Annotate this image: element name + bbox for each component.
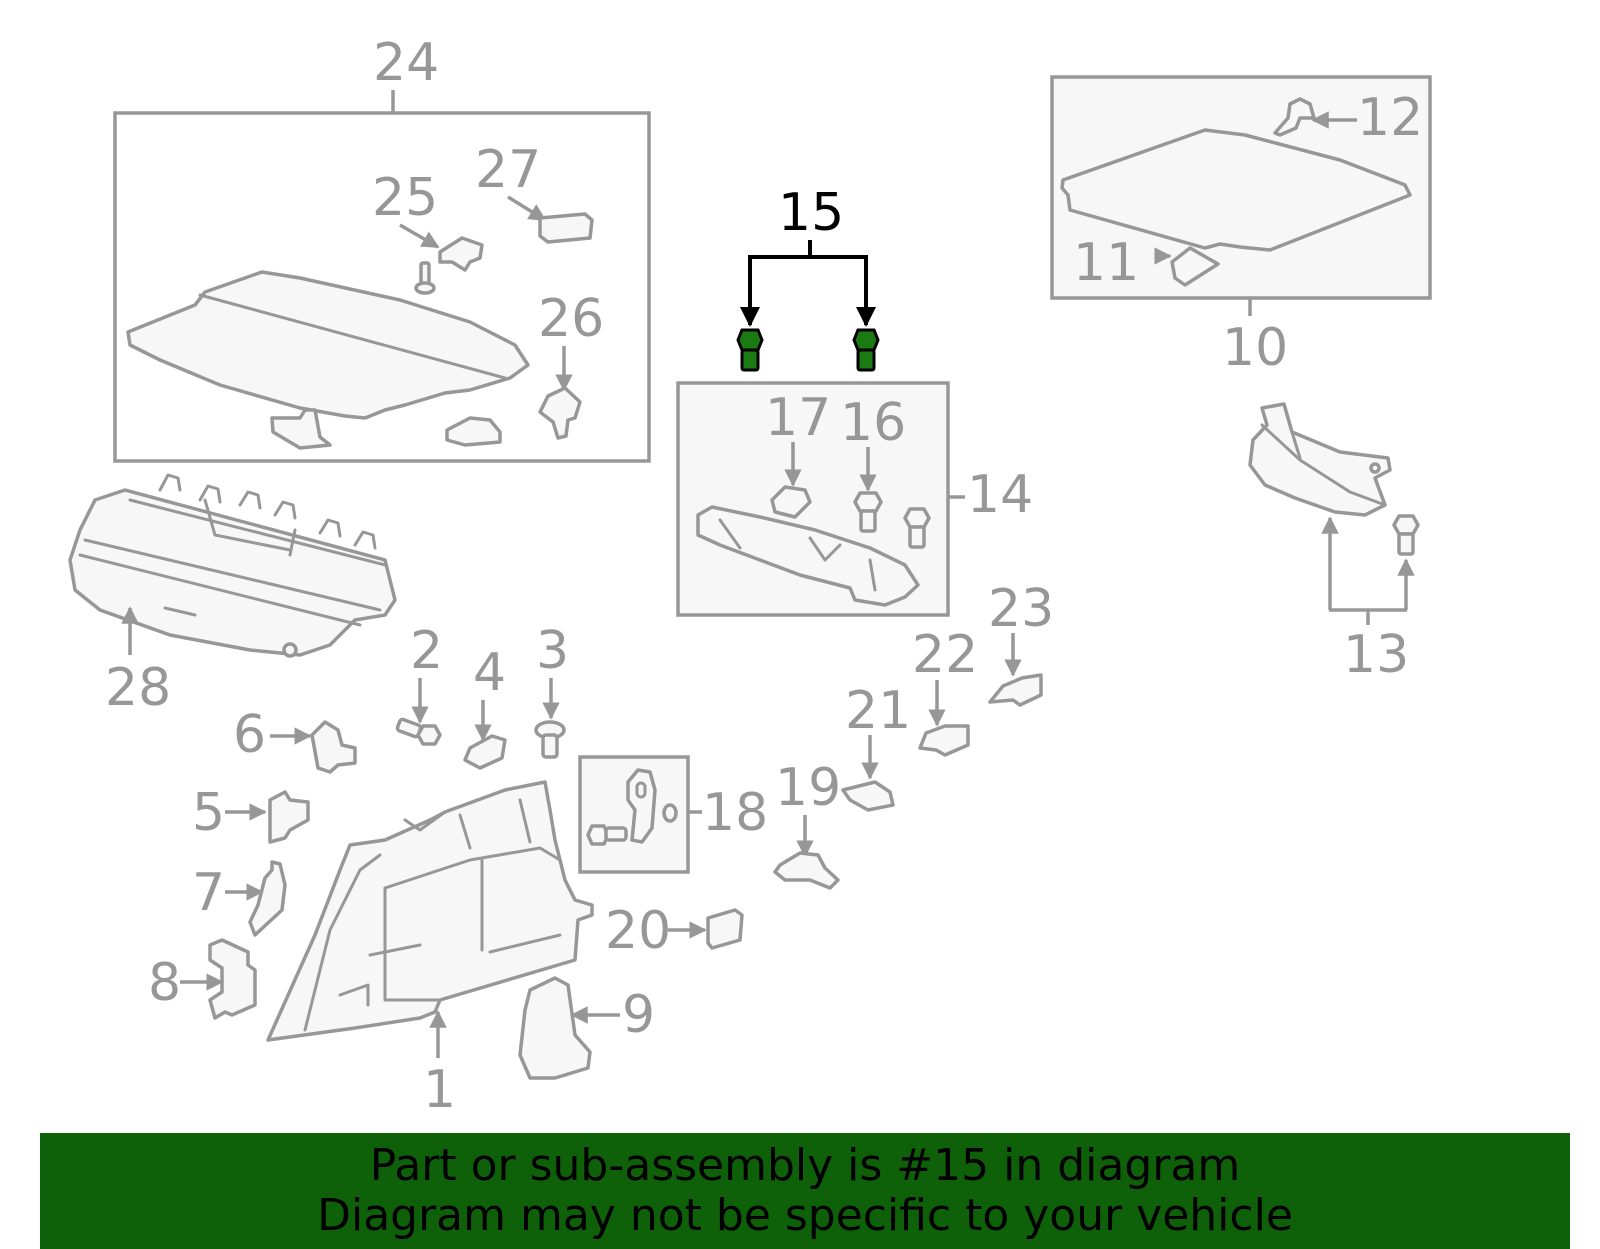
part-28-tonneau-cover [68,473,397,658]
callout-19[interactable]: 19 [775,758,841,818]
part-19-clip [773,851,840,890]
group-18-tie-down: 18 [578,755,768,874]
part-15-bolt-right[interactable] [852,328,880,372]
part-3-clip [534,720,566,759]
callout-3[interactable]: 3 [536,621,569,681]
part-18-washer [662,803,678,823]
part-23-clip [988,673,1043,707]
info-banner: Part or sub-assembly is #15 in diagram D… [40,1133,1570,1249]
part-16-bolt [853,491,883,533]
part-14-bracket [696,505,920,607]
part-21-clip [841,780,895,812]
part-26-clip [538,386,582,440]
callout-16[interactable]: 16 [840,393,906,453]
part-17-clip [770,485,812,519]
part-20-cap [706,908,744,950]
callout-28[interactable]: 28 [105,658,171,718]
group-24-box [113,111,651,463]
part-27-cap [538,212,594,244]
part-cargo-shelf-board [126,270,530,420]
callout-13[interactable]: 13 [1343,625,1409,685]
part-25-screw [414,261,436,295]
part-15-bolt-left[interactable] [736,328,764,372]
part-14-bolt [903,507,931,549]
callout-9[interactable]: 9 [622,985,655,1045]
callout-8[interactable]: 8 [148,953,181,1013]
part-18-hook [626,768,657,844]
callout-24[interactable]: 24 [373,33,439,93]
part-2-bolt [395,717,442,746]
callout-18[interactable]: 18 [702,783,768,843]
callout-7[interactable]: 7 [192,863,225,923]
part-shelf-bracket-left [270,408,332,450]
callout-1[interactable]: 1 [423,1060,456,1120]
callout-23[interactable]: 23 [988,579,1054,639]
group-14-bracket: 14 17 16 [676,381,1033,617]
callout-6[interactable]: 6 [233,705,266,765]
callout-11[interactable]: 11 [1073,233,1139,293]
callout-15-group: 15 [736,183,880,372]
part-13-shield [1248,402,1420,556]
callout-4[interactable]: 4 [473,643,506,703]
part-1-quarter-trim [266,780,594,1042]
part-12-hook [1273,97,1316,137]
part-floor-panel [1060,128,1412,252]
banner-line-1: Part or sub-assembly is #15 in diagram [369,1140,1241,1191]
callout-5[interactable]: 5 [192,783,225,843]
callout-10[interactable]: 10 [1222,318,1288,378]
part-22-clip [918,724,970,757]
callout-25[interactable]: 25 [372,168,438,228]
part-18-bolt [586,824,628,846]
part-shelf-bracket-right [445,416,502,447]
callout-22[interactable]: 22 [912,625,978,685]
callout-26[interactable]: 26 [538,289,604,349]
callout-15[interactable]: 15 [778,183,844,243]
part-7-bracket [248,860,287,937]
part-25-clip [438,236,484,272]
callout-21[interactable]: 21 [845,681,911,741]
part-13-bolt [1392,514,1420,556]
part-9-trim-cover [518,976,592,1080]
callout-20[interactable]: 20 [605,901,671,961]
callout-27[interactable]: 27 [475,140,541,200]
callout-14[interactable]: 14 [967,465,1033,525]
banner-line-2: Diagram may not be specific to your vehi… [317,1190,1293,1241]
group-24-cargo-shelf: 24 25 27 26 [113,33,651,463]
part-8-bracket [208,938,257,1020]
callout-12[interactable]: 12 [1357,88,1423,148]
group-10-floor-panel: 10 12 11 [1050,75,1432,378]
part-11-clip [1170,246,1220,287]
callout-2[interactable]: 2 [410,621,443,681]
part-6-clip [310,720,357,774]
callout-17[interactable]: 17 [765,388,831,448]
part-5-bracket [268,790,310,844]
part-4-clip [463,734,507,770]
